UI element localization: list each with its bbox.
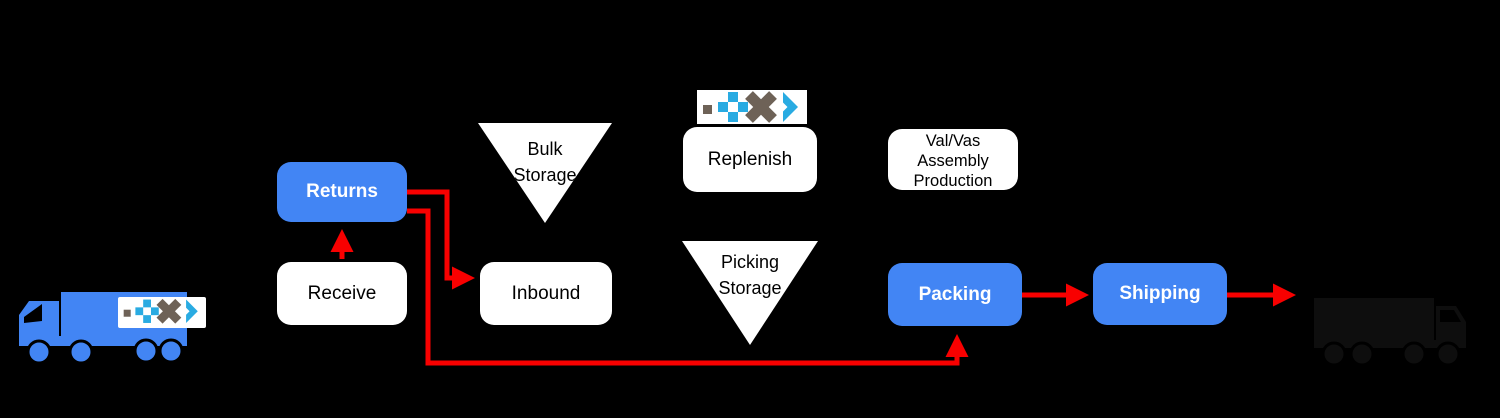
node-label: Packing	[918, 283, 992, 305]
inbound-truck-icon	[19, 292, 206, 365]
node-packing: Packing	[888, 263, 1022, 326]
node-label-line2: Storage	[718, 278, 782, 298]
node-label-line2: Assembly	[917, 151, 989, 170]
node-val-vas-assembly-production: Val/Vas Assembly Production	[888, 129, 1018, 190]
outbound-truck-icon	[1314, 298, 1466, 367]
node-receive: Receive	[277, 262, 407, 325]
node-shipping: Shipping	[1093, 263, 1227, 325]
node-label: Returns	[306, 181, 378, 202]
node-label-line1: Picking	[720, 252, 780, 272]
truck-window	[1440, 310, 1461, 322]
node-label: Shipping	[1119, 283, 1201, 304]
node-label-line1: Bulk	[527, 139, 563, 159]
node-label-line1: Val/Vas	[925, 131, 981, 150]
node-label: Replenish	[707, 148, 793, 170]
node-label-line3: Production	[913, 171, 993, 190]
brand-logo-icon	[697, 90, 807, 124]
node-label-line2: Storage	[513, 165, 577, 185]
node-label: Receive	[307, 282, 377, 304]
node-replenish: Replenish	[683, 127, 817, 192]
node-label: Inbound	[511, 282, 581, 304]
node-inbound: Inbound	[480, 262, 612, 325]
arrow-returns-to-packing	[407, 208, 969, 366]
arrow-returns-to-inbound	[407, 189, 475, 290]
node-returns: Returns	[277, 162, 407, 222]
truck-window	[24, 304, 42, 323]
brand-logo-strip	[697, 90, 807, 124]
